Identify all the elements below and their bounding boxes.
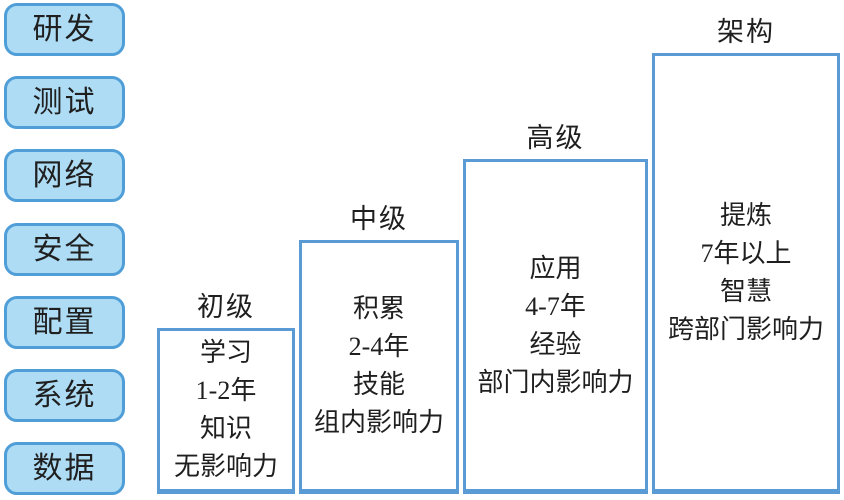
step-line-influence: 组内影响力 [313, 408, 444, 437]
step-line-influence: 无影响力 [173, 452, 278, 481]
step-line-years: 2-4年 [348, 332, 410, 361]
step-line-influence: 部门内影响力 [477, 367, 634, 397]
step-label-architect: 架构 [717, 17, 775, 47]
sidebar-item-security: 安全 [4, 223, 125, 276]
sidebar-item-system: 系统 [4, 369, 125, 422]
step-line-activity: 积累 [352, 294, 405, 323]
step-line-activity: 学习 [199, 338, 252, 367]
step-line-influence: 跨部门影响力 [667, 314, 824, 344]
step-line-activity: 提炼 [719, 200, 772, 230]
step-line-outcome: 经验 [529, 329, 582, 359]
sidebar-item-network: 网络 [4, 149, 125, 202]
step-line-years: 1-2年 [195, 376, 257, 405]
step-line-outcome: 知识 [199, 414, 252, 443]
step-line-outcome: 智慧 [719, 276, 772, 306]
sidebar-item-data: 数据 [4, 442, 125, 495]
step-line-activity: 应用 [529, 253, 582, 283]
step-line-years: 7年以上 [700, 238, 792, 268]
step-label-senior: 高级 [526, 123, 585, 153]
step-box-architect: 提炼 7年以上 智慧 跨部门影响力 [652, 53, 840, 494]
sidebar-item-config: 配置 [4, 296, 125, 349]
step-box-senior: 应用 4-7年 经验 部门内影响力 [463, 159, 648, 494]
step-line-years: 4-7年 [525, 291, 586, 321]
step-label-intermediate: 中级 [350, 204, 408, 234]
step-box-junior: 学习 1-2年 知识 无影响力 [157, 328, 295, 494]
step-label-junior: 初级 [197, 292, 255, 322]
step-line-outcome: 技能 [352, 370, 405, 399]
step-box-intermediate: 积累 2-4年 技能 组内影响力 [299, 240, 459, 494]
sidebar-item-test: 测试 [4, 76, 125, 129]
sidebar-item-dev: 研发 [4, 3, 125, 56]
